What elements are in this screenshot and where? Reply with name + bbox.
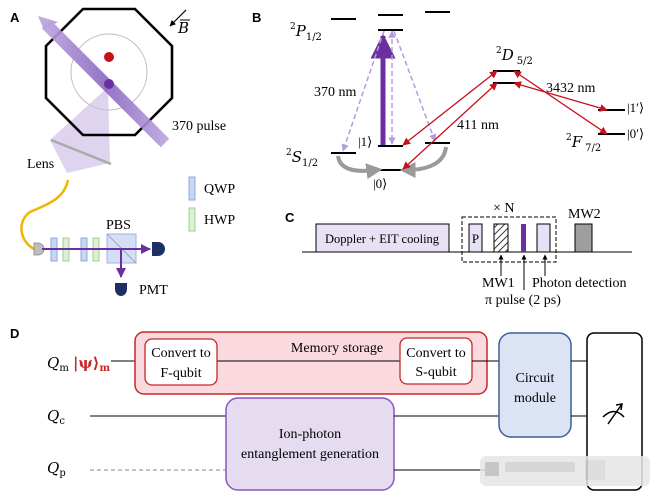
s-level-label: 2S1/2 <box>286 148 318 169</box>
pi-pulse-block <box>521 224 526 252</box>
ion-red <box>104 52 114 62</box>
mw1-pulse-block <box>493 223 509 253</box>
state-one-prime-label: |1′⟩ <box>627 100 644 115</box>
optical-fiber <box>20 179 70 251</box>
trap-chamber-octagon <box>44 7 174 137</box>
circuit-label-line2: module <box>514 391 556 406</box>
panel-c: C Doppler + EIT cooling × N P MW2 MW1 Ph… <box>285 201 632 308</box>
transition-3432-arrow-2 <box>513 70 608 135</box>
convert-to-f-qubit-block <box>144 338 218 386</box>
circuit-module-block <box>498 332 572 438</box>
photon-detection-block <box>536 223 551 253</box>
panel-label-b: B <box>252 10 261 25</box>
memory-storage-block <box>134 331 488 395</box>
pmt-label: PMT <box>139 283 168 298</box>
panel-d: D Qm |ψ⟩m Qc Qp Memory storage Convert t… <box>10 326 650 491</box>
decay-arrow-left <box>341 30 385 152</box>
state-zero-prime-label: |0′⟩ <box>627 126 644 141</box>
entangle-label-line1: Ion-photon <box>279 427 341 442</box>
convert-f-label-line2: F-qubit <box>160 366 201 381</box>
wavelength-370-label: 370 nm <box>314 85 357 100</box>
convert-f-label-line1: Convert to <box>151 346 211 361</box>
wavelength-411-label: 411 nm <box>457 118 499 133</box>
circuit-label-line1: Circuit <box>516 371 555 386</box>
lens-label: Lens <box>27 157 54 172</box>
p-pulse-block <box>468 223 483 253</box>
repeat-label: × N <box>493 201 515 216</box>
convert-s-label-line1: Convert to <box>406 346 466 361</box>
pi-pulse-label: π pulse (2 ps) <box>485 293 561 308</box>
wavelength-3432-label: 3432 nm <box>546 81 596 96</box>
memory-storage-label: Memory storage <box>291 341 383 356</box>
lens <box>50 138 112 166</box>
pbs-label: PBS <box>106 218 131 233</box>
p-pulse-label: P <box>472 231 479 246</box>
cooling-pulse-block <box>315 223 450 253</box>
state-one-label: |1⟩ <box>358 134 372 149</box>
panel-a: A B 370 pulse Lens PBS <box>10 7 235 298</box>
qubit-label-communication: Qc <box>47 407 65 427</box>
qubit-label-memory: Qm <box>47 354 69 374</box>
panel-label-c: C <box>285 210 295 225</box>
repeat-block-dashed-box <box>461 216 557 263</box>
mw2-pulse-block <box>574 223 593 253</box>
pmt-detector-right-icon <box>152 242 165 256</box>
panel-label-a: A <box>10 10 20 25</box>
legend-hwp-swatch <box>188 207 196 232</box>
p-level-label: 2P1/2 <box>290 22 322 43</box>
legend-qwp-label: QWP <box>204 182 235 197</box>
transition-411-arrow-2 <box>402 82 498 170</box>
magnetic-field-label: B <box>177 19 189 37</box>
trap-circle <box>70 33 148 111</box>
convert-s-label-line2: S-qubit <box>415 365 456 380</box>
collection-cone <box>50 87 110 163</box>
state-zero-label: |0⟩ <box>373 176 387 191</box>
ion-photon-entanglement-block <box>225 397 395 491</box>
blurred-watermark <box>480 456 650 486</box>
legend: QWP HWP <box>188 176 235 232</box>
legend-hwp-label: HWP <box>204 213 235 228</box>
mw1-label: MW1 <box>482 276 515 291</box>
mw2-label: MW2 <box>568 207 601 222</box>
legend-qwp-swatch <box>188 176 196 201</box>
pmt-detector-bottom-icon <box>115 283 127 296</box>
measurement-meter-icon <box>602 403 625 425</box>
pumping-arrow-left <box>336 155 383 180</box>
photon-detection-label: Photon detection <box>532 276 627 291</box>
qubit-label-photon: Qp <box>47 459 66 479</box>
memory-state-label: |ψ⟩m <box>73 354 110 374</box>
magnetic-field-arrow-icon <box>169 9 187 27</box>
pumping-arrow-right <box>399 146 448 178</box>
pulse-label: 370 pulse <box>172 119 226 134</box>
panel-label-d: D <box>10 326 19 341</box>
collection-cone-lower <box>50 140 110 173</box>
transition-411-arrow-1 <box>402 70 498 146</box>
cooling-label: Doppler + EIT cooling <box>325 232 440 246</box>
entangle-label-line2: entanglement generation <box>241 447 379 462</box>
ion-purple <box>104 79 114 89</box>
